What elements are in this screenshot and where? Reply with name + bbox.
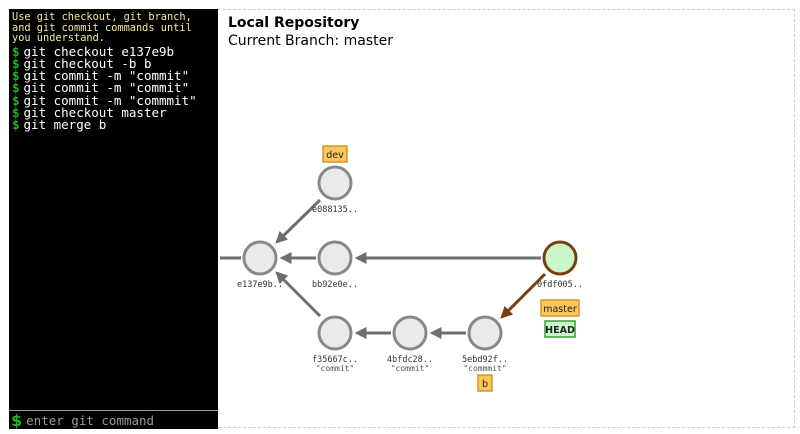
commit-node[interactable]: e088135.. <box>312 165 358 215</box>
history-line: $git commit -m "commmit" <box>12 92 218 108</box>
commit-sha: bb92e0e.. <box>312 280 358 290</box>
commit-circle <box>467 315 503 351</box>
history-command: git commit -m "commit" <box>23 80 190 96</box>
history-line: $git checkout master <box>12 104 218 120</box>
current-branch-value: master <box>343 33 393 49</box>
history-command: git commit -m "commit" <box>23 68 190 84</box>
commit-circle <box>317 165 353 201</box>
command-input[interactable] <box>26 412 217 428</box>
terminal-panel: Use git checkout, git branch, and git co… <box>9 9 218 429</box>
commit-node[interactable]: 4bfdc28.. "commit" <box>387 315 433 373</box>
branch-tag-b: b <box>477 374 493 392</box>
prompt-icon: $ <box>12 80 20 96</box>
terminal-instructions: Use git checkout, git branch, and git co… <box>12 11 192 44</box>
commit-circle <box>242 240 278 276</box>
commit-circle <box>542 240 578 276</box>
history-line: $git checkout -b b <box>12 55 218 71</box>
prompt-icon: $ <box>12 43 20 59</box>
commit-circle <box>317 240 353 276</box>
merge-parent-arrow <box>500 272 547 319</box>
prompt-icon: $ <box>12 117 20 133</box>
parent-arrow <box>275 198 322 244</box>
commit-sha: 0fdf005.. <box>537 280 583 290</box>
history-command: git commit -m "commmit" <box>23 92 197 108</box>
branch-tag-box <box>322 145 348 163</box>
branch-tag-dev: dev <box>322 145 348 163</box>
commit-circle <box>392 315 428 351</box>
commit-circle <box>317 315 353 351</box>
commit-message: "commit" <box>391 364 430 373</box>
head-tag-box <box>544 320 576 338</box>
commit-node[interactable]: bb92e0e.. <box>312 240 358 290</box>
commit-sha: 4bfdc28.. <box>387 355 433 365</box>
history-line: $git checkout e137e9b <box>12 43 218 59</box>
commit-sha: e088135.. <box>312 205 358 215</box>
commit-message: "commit" <box>316 364 355 373</box>
current-branch-label: Current Branch: <box>228 33 340 49</box>
history-line: $git commit -m "commit" <box>12 80 218 96</box>
commit-sha: f35667c.. <box>312 355 358 365</box>
history-command: git checkout master <box>23 104 167 120</box>
prompt-icon: $ <box>12 55 20 71</box>
head-commit-node[interactable]: 0fdf005.. <box>537 240 583 290</box>
history-line: $git commit -m "commit" <box>12 68 218 84</box>
commit-message: "commmit" <box>463 364 506 373</box>
branch-tag-box <box>540 299 580 317</box>
command-history: $git checkout e137e9b $git checkout -b b… <box>12 43 218 133</box>
command-input-bar: $ <box>9 410 218 429</box>
branch-tag-box <box>477 374 493 392</box>
parent-arrow <box>275 271 322 318</box>
head-tag: HEAD <box>544 320 576 338</box>
commit-sha: 5ebd92f.. <box>462 355 508 365</box>
prompt-icon: $ <box>12 104 20 120</box>
prompt-icon: $ <box>11 410 23 430</box>
history-command: git merge b <box>23 117 107 133</box>
history-command: git checkout -b b <box>23 55 152 71</box>
repository-title: Local Repository <box>228 15 360 31</box>
branch-tag-master: master <box>540 299 580 317</box>
head-tag-label: HEAD <box>545 325 575 336</box>
prompt-icon: $ <box>12 92 20 108</box>
commit-node[interactable]: f35667c.. "commit" <box>312 315 358 373</box>
history-command: git checkout e137e9b <box>23 43 175 59</box>
current-branch-line: Current Branch: master <box>228 33 393 49</box>
commit-sha: e137e9b.. <box>237 280 283 290</box>
commit-node[interactable]: 5ebd92f.. "commmit" <box>462 315 508 373</box>
branch-tag-label: dev <box>326 150 344 161</box>
history-line: $git merge b <box>12 117 218 133</box>
repository-panel <box>218 9 795 428</box>
branch-tag-label: master <box>543 304 577 315</box>
commit-node[interactable]: e137e9b.. <box>237 240 283 290</box>
branch-tag-label: b <box>482 379 488 390</box>
prompt-icon: $ <box>12 68 20 84</box>
